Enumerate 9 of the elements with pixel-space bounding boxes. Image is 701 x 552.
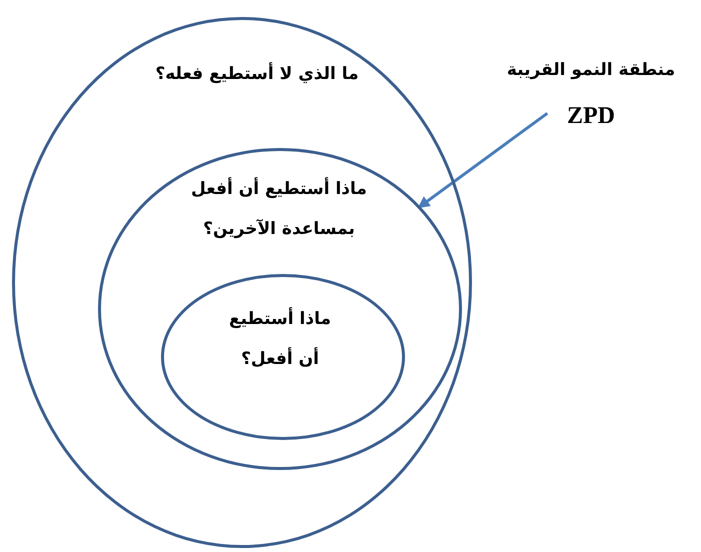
ring-label: ماذا أستطيع أن أفعل؟ — [228, 306, 332, 371]
ring-ellipse — [12, 17, 472, 548]
arrow — [418, 112, 548, 209]
zone-label: ZPD — [566, 102, 616, 131]
ring-ellipse — [98, 148, 462, 470]
ring-ellipse — [161, 274, 405, 440]
zone-label: منطقة النمو القريبة — [506, 59, 676, 82]
ring-label: ماذا أستطيع أن أفعل بمساعدة الآخرين؟ — [190, 176, 368, 241]
ring-label: ما الذي لا أستطيع فعله؟ — [154, 61, 360, 86]
